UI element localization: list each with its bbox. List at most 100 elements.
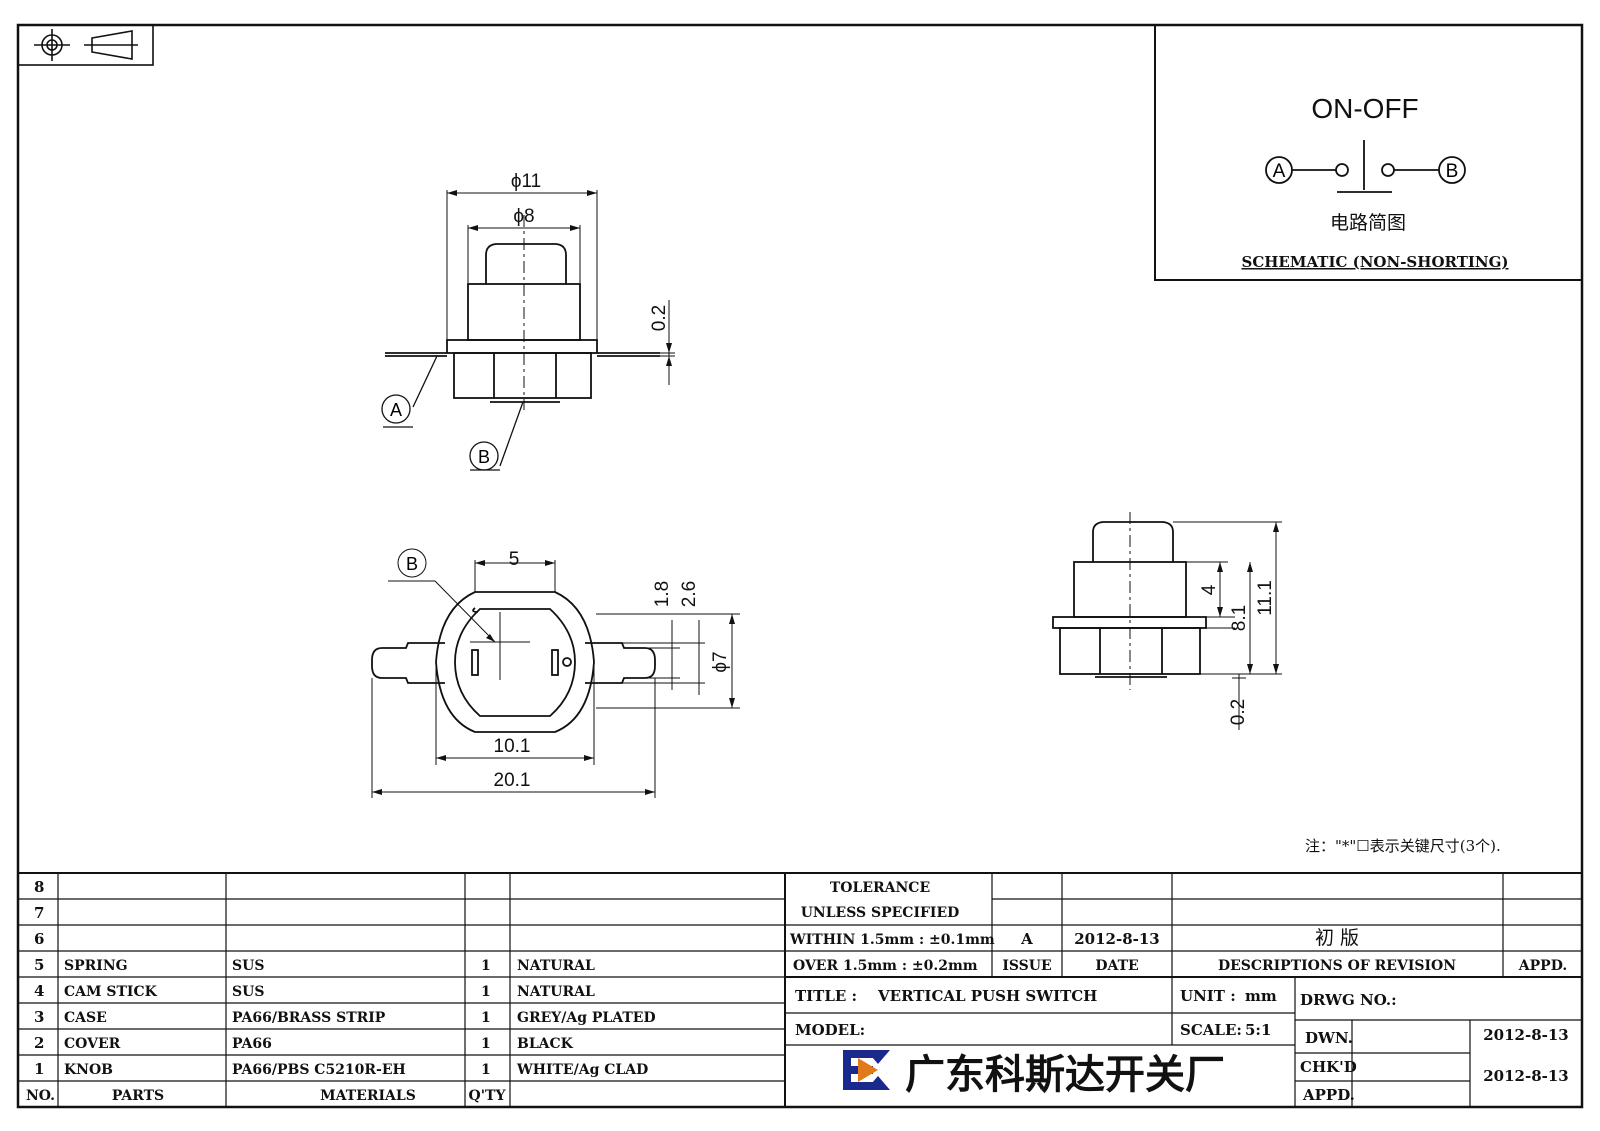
dim-1-8: 1.8 [652, 581, 673, 607]
unit-value: mm [1245, 987, 1277, 1005]
bom-part: CASE [64, 1010, 107, 1026]
bom-qty: 1 [481, 1036, 491, 1052]
dim-8-1: 8.1 [1229, 605, 1250, 631]
tolerance-title: TOLERANCE [830, 880, 930, 896]
bottom-view: B 5 1.8 2.6 ϕ7 10.1 20.1 [371, 548, 740, 798]
bom-row: 2 COVER PA66 1 BLACK [34, 1034, 574, 1052]
callout-b-label: B [478, 447, 490, 467]
title-block-grid [18, 872, 1582, 1107]
dim-10-1: 10.1 [494, 736, 531, 757]
chkd-label: CHK'D [1300, 1058, 1357, 1076]
company-logo-icon [843, 1050, 890, 1090]
company-name: 广东科斯达开关厂 [905, 1052, 1225, 1098]
terminal-b-label: B [1446, 161, 1459, 182]
model-label: MODEL: [795, 1021, 865, 1039]
bom-material: SUS [232, 958, 264, 974]
revision-issue-header: ISSUE [1002, 958, 1051, 974]
bom-finish: GREY/Ag PLATED [517, 1010, 656, 1026]
dim-4: 4 [1199, 584, 1220, 595]
tolerance-unless: UNLESS SPECIFIED [801, 905, 960, 921]
drwg-no-label: DRWG NO.: [1300, 991, 1397, 1009]
title-block: TITLE : VERTICAL PUSH SWITCH UNIT : mm D… [795, 987, 1569, 1104]
dim-0-2-side: 0.2 [1228, 699, 1249, 725]
bom-part: COVER [64, 1036, 121, 1052]
bom-finish: NATURAL [517, 958, 595, 974]
key-dimension-note: 注："*"☐表示关键尺寸(3个). [1305, 837, 1501, 855]
bom-header-parts: PARTS [112, 1088, 164, 1104]
bom-qty: 1 [481, 958, 491, 974]
appd-label: APPD. [1302, 1086, 1355, 1104]
dim-2-6: 2.6 [679, 581, 700, 607]
revision-issue: A [1020, 930, 1033, 948]
bom-finish: NATURAL [517, 984, 595, 1000]
side-view: 4 8.1 11.1 0.2 [1052, 512, 1282, 730]
bom-no: 4 [34, 982, 44, 1000]
unit-label: UNIT : [1180, 987, 1236, 1005]
chkd-date: 2012-8-13 [1483, 1067, 1569, 1085]
front-view: ϕ11 ϕ8 0.2 A B [381, 171, 675, 471]
bom-no: 3 [34, 1008, 44, 1026]
bom-header-qty: Q'TY [469, 1088, 507, 1104]
bom-part: SPRING [64, 958, 128, 974]
revision-description: 初 版 [1315, 927, 1359, 949]
bom-row: 5 SPRING SUS 1 NATURAL [34, 956, 595, 974]
bom-row: 1 KNOB PA66/PBS C5210R-EH 1 WHITE/Ag CLA… [34, 1060, 648, 1078]
revision-date: 2012-8-13 [1074, 930, 1160, 948]
bom-material: SUS [232, 984, 264, 1000]
schematic-mode: ON-OFF [1311, 93, 1418, 124]
bom-row: 6 [34, 930, 44, 948]
bom-finish: BLACK [517, 1036, 574, 1052]
bom-no: 2 [34, 1034, 44, 1052]
dim-20-1: 20.1 [494, 770, 531, 791]
schematic-panel: ON-OFF A B 电路简图 SCHEMATIC (NON-SHORTING) [1154, 25, 1582, 281]
title-label: TITLE : [795, 987, 857, 1005]
bom-header-no: NO. [26, 1088, 55, 1104]
bom-header: NO. PARTS MATERIALS Q'TY [26, 1088, 506, 1104]
tolerance-over: OVER 1.5mm : ±0.2mm [793, 958, 978, 974]
dim-phi7: ϕ7 [710, 651, 731, 672]
dim-5: 5 [509, 549, 520, 570]
dim-outer-diameter: ϕ11 [511, 171, 541, 192]
dwn-date: 2012-8-13 [1483, 1026, 1569, 1044]
terminal-a-label: A [1273, 161, 1286, 182]
bom-qty: 1 [481, 984, 491, 1000]
bom-row: 7 [34, 904, 44, 922]
bom-row: 4 CAM STICK SUS 1 NATURAL [34, 982, 595, 1000]
dwn-label: DWN. [1305, 1029, 1353, 1047]
revision-date-header: DATE [1095, 958, 1138, 974]
bom-no: 5 [34, 956, 44, 974]
bom-material: PA66 [232, 1036, 272, 1052]
callout-b-bottom-label: B [406, 554, 418, 574]
bom-part: CAM STICK [64, 984, 158, 1000]
revision-appd-header: APPD. [1518, 958, 1567, 974]
bom-no: 8 [34, 878, 44, 896]
projection-symbol-icon [17, 24, 154, 66]
drawing-title: VERTICAL PUSH SWITCH [877, 987, 1097, 1005]
bom-finish: WHITE/Ag CLAD [516, 1062, 648, 1078]
scale-label: SCALE: [1180, 1021, 1242, 1039]
scale-value: 5:1 [1245, 1021, 1271, 1039]
bom-no: 6 [34, 930, 44, 948]
bom-part: KNOB [64, 1062, 113, 1078]
dim-inner-diameter: ϕ8 [513, 206, 534, 227]
bom-qty: 1 [481, 1062, 491, 1078]
schematic-caption-en: SCHEMATIC (NON-SHORTING) [1241, 253, 1508, 271]
tolerance-within: WITHIN 1.5mm : ±0.1mm [789, 932, 995, 948]
bom-header-materials: MATERIALS [320, 1088, 416, 1104]
tolerance-block: TOLERANCE UNLESS SPECIFIED WITHIN 1.5mm … [789, 880, 995, 974]
revision-desc-header: DESCRIPTIONS OF REVISION [1218, 958, 1456, 974]
bom-qty: 1 [481, 1010, 491, 1026]
revision-block: A 2012-8-13 初 版 ISSUE DATE DESCRIPTIONS … [1002, 927, 1567, 974]
dim-flange-thickness: 0.2 [649, 305, 670, 331]
bom-table: 8 7 6 5 SPRING SUS 1 NATURAL 4 CAM STICK… [26, 878, 656, 1104]
bom-material: PA66/BRASS STRIP [232, 1010, 386, 1026]
bom-no: 1 [34, 1060, 44, 1078]
dim-11-1: 11.1 [1255, 580, 1276, 616]
sheet-border [16, 23, 1584, 1109]
schematic-caption-zh: 电路简图 [1330, 212, 1406, 234]
bom-row: 3 CASE PA66/BRASS STRIP 1 GREY/Ag PLATED [34, 1008, 656, 1026]
bom-no: 7 [34, 904, 44, 922]
bom-material: PA66/PBS C5210R-EH [232, 1062, 406, 1078]
bom-row: 8 [34, 878, 44, 896]
